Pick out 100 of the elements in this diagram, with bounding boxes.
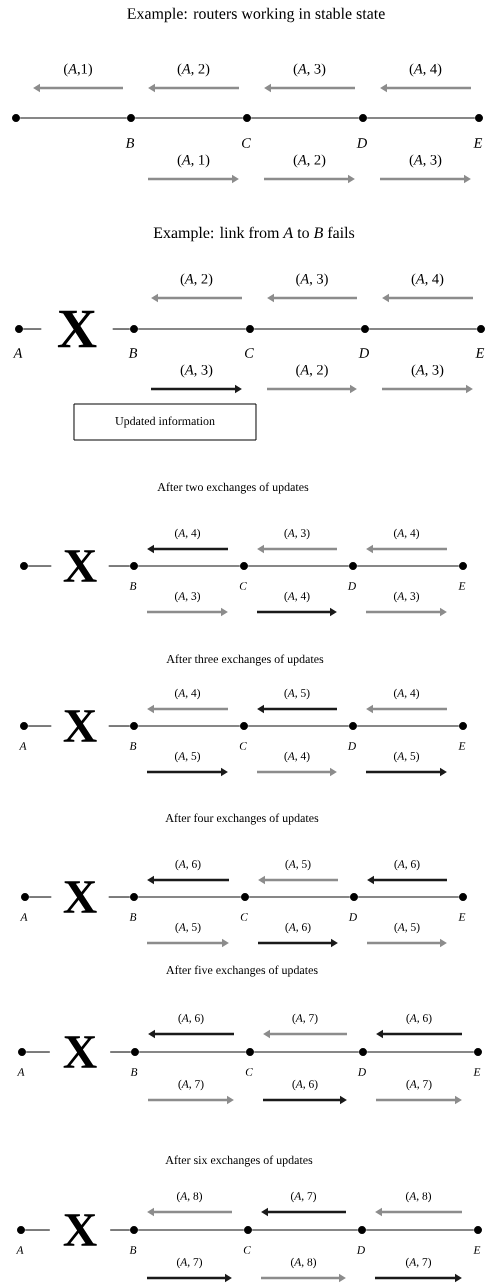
arrow-label: (A, 4) <box>284 751 310 763</box>
link-line <box>368 328 478 330</box>
panel-title: After three exchanges of updates <box>166 654 324 666</box>
link-line <box>356 565 460 567</box>
link-line <box>247 725 350 727</box>
panel-title: Example: routers working in stable state <box>127 7 385 23</box>
arrow-label: (A, 6) <box>394 859 420 871</box>
link-line <box>25 1051 51 1053</box>
arrow-label: (A, 8) <box>176 1191 203 1203</box>
router-label: C <box>239 582 247 590</box>
failure-mark: X <box>63 1214 97 1246</box>
arrow-label: (A, 3) <box>284 528 310 540</box>
arrow-label: (A, 2) <box>177 63 210 77</box>
arrow-label: (A, 2) <box>296 364 328 378</box>
link-line <box>137 565 241 567</box>
arrow-label: (A, 3) <box>296 273 328 287</box>
router-label: D <box>356 1246 365 1254</box>
arrow-label: (A, 5) <box>393 751 419 763</box>
arrow-label: (A, 5) <box>394 922 420 934</box>
link-line <box>366 1051 475 1053</box>
arrow-label: (A, 7) <box>176 1257 203 1269</box>
router-label: D <box>347 582 356 590</box>
link-line <box>366 117 476 119</box>
router-label: C <box>239 742 247 750</box>
router-label: D <box>358 348 369 358</box>
failure-mark: X <box>63 881 97 913</box>
arrow-label: (A, 7) <box>178 1079 204 1091</box>
arrow-label: (A, 4) <box>174 688 201 700</box>
arrow-label: (A, 7) <box>292 1013 318 1025</box>
link-line <box>109 1229 131 1231</box>
arrow-label: (A, 4) <box>393 688 419 700</box>
arrow-label: (A, 3) <box>293 63 326 77</box>
arrow-label: (A, 4) <box>284 591 310 603</box>
router-label: E <box>458 582 466 590</box>
router-label: B <box>125 138 135 148</box>
router-label: E <box>458 913 466 921</box>
link-line <box>356 725 460 727</box>
arrow-label: (A, 1) <box>177 154 210 168</box>
router-label: A <box>15 1246 24 1254</box>
arrow-label: (A, 2) <box>293 154 326 168</box>
arrow-label: (A, 8) <box>405 1191 431 1203</box>
router-label: E <box>458 742 466 750</box>
link-line <box>137 1229 245 1231</box>
link-line <box>357 896 460 898</box>
link-line <box>109 1051 132 1053</box>
arrow-label: (A, 4) <box>174 528 201 540</box>
arrow-label: (A, 4) <box>409 63 442 77</box>
link-line <box>250 117 360 119</box>
router-label: D <box>348 913 357 921</box>
arrow-label: (A, 3) <box>411 364 444 378</box>
router-label: A <box>16 1068 25 1076</box>
router-label: D <box>356 138 367 148</box>
note-box: Updated information <box>73 403 257 441</box>
link-line <box>247 565 350 567</box>
link-line <box>28 896 52 898</box>
router-label: D <box>357 1068 366 1076</box>
router-label: A <box>18 742 27 750</box>
failure-mark: X <box>57 310 97 348</box>
link-line <box>22 328 42 330</box>
router-label: C <box>240 913 248 921</box>
arrow-label: (A, 6) <box>178 1013 204 1025</box>
arrow-label: (A, 3) <box>180 364 213 378</box>
failure-mark: X <box>63 710 97 742</box>
panel-title: After six exchanges of updates <box>165 1155 313 1167</box>
arrow-label: (A, 7) <box>405 1257 431 1269</box>
router-label: B <box>128 348 138 358</box>
link-line <box>253 328 362 330</box>
arrow-label: (A, 3) <box>393 591 419 603</box>
router-label: A <box>12 348 23 358</box>
link-line <box>137 328 247 330</box>
arrow-label: (A, 5) <box>174 751 201 763</box>
panel-title: After two exchanges of updates <box>157 482 309 494</box>
link-line <box>19 117 128 119</box>
link-line <box>134 117 244 119</box>
link-line <box>112 328 131 330</box>
router-label: E <box>473 138 483 148</box>
arrow-label: (A, 6) <box>285 922 311 934</box>
link-line <box>108 565 131 567</box>
router-label: B <box>129 913 137 921</box>
link-line <box>24 1229 51 1231</box>
router-label: B <box>130 1068 138 1076</box>
arrow-label: (A, 4) <box>411 273 444 287</box>
router-label: C <box>242 138 251 148</box>
link-line <box>108 725 131 727</box>
arrow-label: (A, 5) <box>175 922 201 934</box>
arrow-label: (A, 5) <box>284 688 310 700</box>
arrow-label: (A, 3) <box>174 591 201 603</box>
router-label: C <box>245 1068 253 1076</box>
arrow-label: (A, 6) <box>406 1013 432 1025</box>
panel-title: After four exchanges of updates <box>165 813 319 825</box>
arrow-label: (A, 6) <box>175 859 201 871</box>
router-label: C <box>245 348 254 358</box>
link-line <box>251 1229 359 1231</box>
link-line <box>253 1051 360 1053</box>
arrow-label: (A, 4) <box>393 528 419 540</box>
link-line <box>27 565 52 567</box>
router-label: C <box>243 1246 251 1254</box>
arrow-label: (A, 3) <box>409 154 442 168</box>
router-label: E <box>475 348 485 358</box>
arrow-label: (A,1) <box>64 63 92 77</box>
